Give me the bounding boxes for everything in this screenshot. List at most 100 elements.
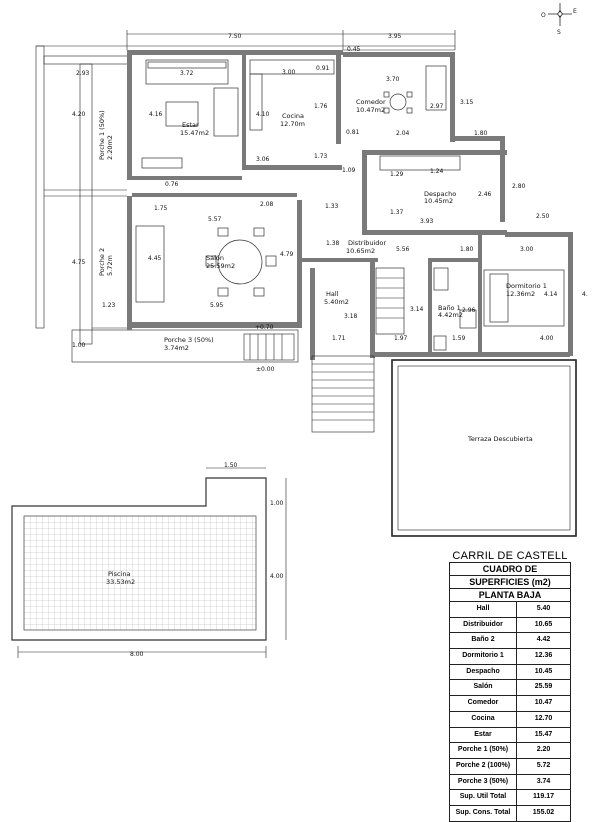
row-name: Estar bbox=[450, 727, 517, 743]
row-value: 25.59 bbox=[534, 683, 553, 691]
row-value: 12.36 bbox=[534, 652, 553, 660]
pool bbox=[11, 467, 287, 658]
surfaces-table: CUADRO DE SUPERFICIES (m2) PLANTA BAJA H… bbox=[449, 562, 571, 822]
room-distribuidor: Distribuidor bbox=[348, 239, 386, 247]
dim-label: 4.10 bbox=[256, 111, 270, 118]
row-name: Salón bbox=[450, 680, 517, 696]
dim-label: 4.75 bbox=[72, 259, 86, 266]
room-piscina-area: 33.53m2 bbox=[106, 578, 135, 586]
dim-label: 1.38 bbox=[326, 240, 340, 247]
dim-label: 1.76 bbox=[314, 103, 328, 110]
dim-label: 1.24 bbox=[430, 168, 444, 175]
row-name: Distribuidor bbox=[450, 617, 517, 633]
dim-label: 1.33 bbox=[325, 203, 339, 210]
compass-s: S bbox=[557, 29, 561, 36]
dim-label: 2.50 bbox=[536, 213, 550, 220]
dim-label: 1.97 bbox=[394, 335, 408, 342]
row-value: 10.45 bbox=[534, 667, 553, 675]
room-cocina-area: 12.70m bbox=[280, 120, 305, 128]
dim-label: 3.00 bbox=[282, 69, 296, 76]
row-name: Dormitorio 1 bbox=[450, 649, 517, 664]
row-value: 12.70 bbox=[534, 714, 553, 722]
row-value: 4.42 bbox=[536, 636, 551, 644]
row-value: 155.02 bbox=[532, 808, 555, 816]
dim-label: 1.29 bbox=[390, 171, 404, 178]
table-row: Salón 25.59 bbox=[450, 680, 570, 697]
room-porche3-area: 3.74m2 bbox=[164, 344, 189, 352]
walls bbox=[127, 50, 573, 360]
room-despacho: Despacho bbox=[424, 190, 456, 198]
dim-label: 3.00 bbox=[520, 246, 534, 253]
table-row: Sup. Cons. Total 155.02 bbox=[450, 805, 570, 821]
row-name: Baño 2 bbox=[450, 633, 517, 649]
row-value: 10.65 bbox=[534, 620, 553, 628]
row-name: Sup. Util Total bbox=[450, 790, 517, 805]
dim-label: 2.97 bbox=[430, 103, 444, 110]
table-row: Distribuidor 10.65 bbox=[450, 617, 570, 634]
room-terraza: Terraza Descubierta bbox=[467, 435, 533, 443]
table-row: Porche 1 (50%)2.20 bbox=[450, 743, 570, 759]
dim-label: 4.00 bbox=[270, 573, 284, 580]
dim-label: 1.00 bbox=[72, 342, 86, 349]
table-row: Baño 2 4.42 bbox=[450, 633, 570, 650]
room-salon-area: 25.59m2 bbox=[206, 262, 235, 270]
compass-rose: O E S bbox=[541, 3, 577, 36]
row-value: 3.74 bbox=[536, 777, 551, 785]
dim-label: 3.14 bbox=[410, 306, 424, 313]
room-dormitorio: Dormitorio 1 bbox=[506, 282, 547, 290]
dim-label: 1.80 bbox=[474, 130, 488, 137]
dim-label: 0.76 bbox=[165, 181, 179, 188]
top-dimensions bbox=[36, 30, 456, 51]
dim-label: 1.59 bbox=[452, 335, 466, 342]
row-name: Porche 1 (50%) bbox=[450, 743, 517, 758]
table-header-2: SUPERFICIES (m2) bbox=[450, 576, 570, 589]
dimension-labels: 7.50 3.95 0.45 2.93 3.72 3.00 0.91 3.70 … bbox=[72, 33, 588, 658]
dim-label: 2.80 bbox=[512, 183, 526, 190]
table-header-1: CUADRO DE bbox=[450, 563, 570, 576]
dim-label: ±0.00 bbox=[256, 366, 275, 373]
row-name: Comedor bbox=[450, 696, 517, 711]
dim-label: 0.81 bbox=[346, 129, 360, 136]
row-name: Sup. Cons. Total bbox=[450, 805, 517, 821]
room-porche2: Porche 2 bbox=[98, 248, 106, 276]
dim-label: 3.15 bbox=[460, 99, 474, 106]
dim-label: 0.91 bbox=[316, 65, 330, 72]
room-bano-area: 4.42m2 bbox=[438, 311, 463, 319]
row-name: Porche 3 (50%) bbox=[450, 774, 517, 790]
terraza-inner bbox=[397, 365, 571, 531]
dim-label: 2.96 bbox=[462, 307, 476, 314]
dim-label: 4. bbox=[582, 291, 588, 298]
furniture bbox=[135, 59, 565, 351]
dim-label: 1.75 bbox=[154, 205, 168, 212]
room-bano: Baño 1 bbox=[438, 304, 461, 312]
dim-label: 3.06 bbox=[256, 156, 270, 163]
room-labels: Estar 15.47m2 Cocina 12.70m Comedor 10.4… bbox=[98, 98, 547, 586]
row-name: Porche 2 (100%) bbox=[450, 758, 517, 774]
row-name: Cocina bbox=[450, 711, 517, 727]
dim-label: 5.57 bbox=[208, 216, 222, 223]
stairs bbox=[243, 333, 375, 433]
dim-label: 4.20 bbox=[72, 111, 86, 118]
row-value: 5.72 bbox=[536, 761, 551, 769]
dim-label: 2.93 bbox=[76, 70, 90, 77]
room-comedor-area: 10.47m2 bbox=[356, 106, 385, 114]
dim-label: 4.45 bbox=[148, 255, 162, 262]
table-row: Porche 3 (50%) 3.74 bbox=[450, 774, 570, 791]
table-row: Dormitorio 1 12.36 bbox=[450, 649, 570, 665]
room-hall: Hall bbox=[326, 290, 339, 298]
room-dormitorio-area: 12.36m2 bbox=[506, 290, 535, 298]
dim-label: 5.95 bbox=[210, 302, 224, 309]
dim-label: 1.50 bbox=[224, 462, 238, 469]
room-porche3: Porche 3 (50%) bbox=[164, 336, 214, 344]
dim-label: 7.50 bbox=[228, 33, 242, 40]
dim-label: 2.08 bbox=[260, 201, 274, 208]
compass-e: E bbox=[573, 8, 577, 15]
compass-o: O bbox=[541, 12, 546, 19]
dim-label: 4.79 bbox=[280, 251, 294, 258]
dim-label: 3.70 bbox=[386, 76, 400, 83]
dim-label: 4.00 bbox=[540, 335, 554, 342]
dim-label: 3.95 bbox=[388, 33, 402, 40]
dim-label: 1.09 bbox=[342, 167, 356, 174]
